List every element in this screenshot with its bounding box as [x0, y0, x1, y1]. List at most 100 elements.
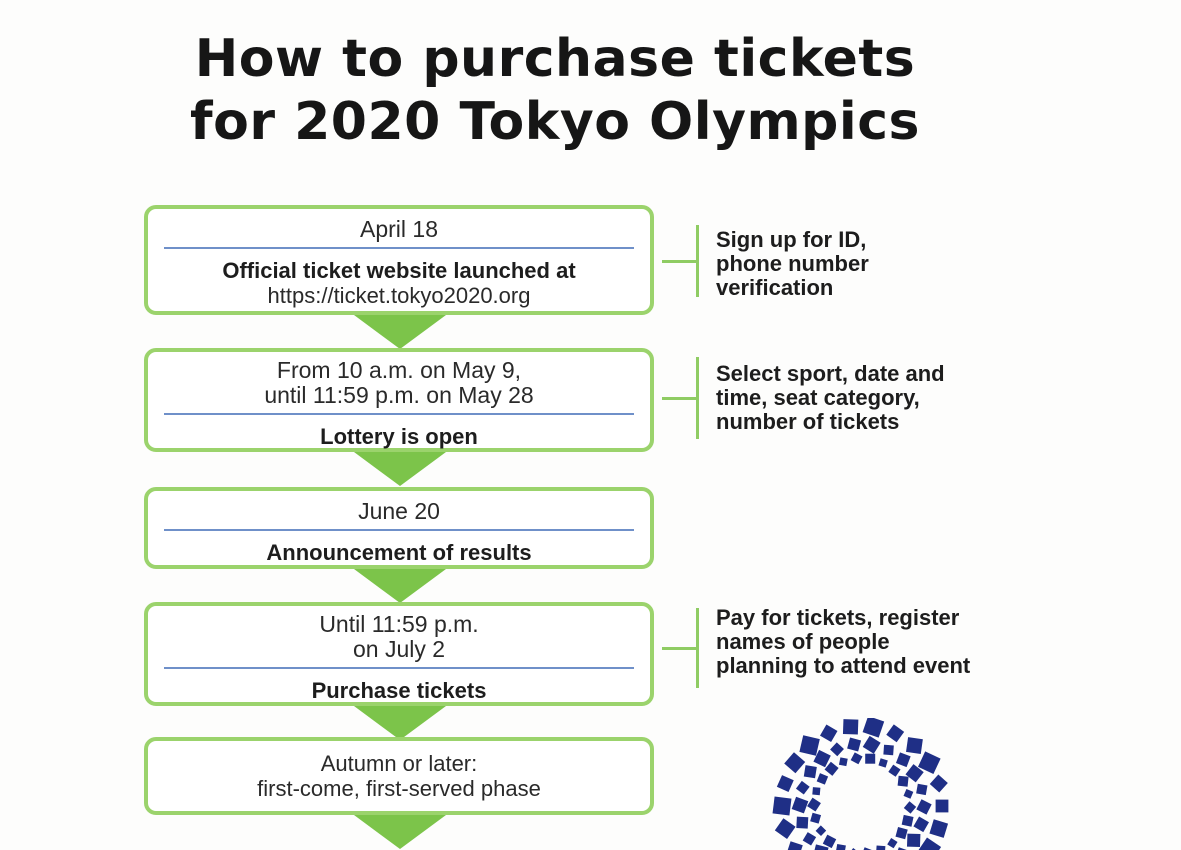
emblem-square [820, 724, 838, 743]
emblem-square [887, 837, 898, 849]
note-line: phone number [716, 251, 869, 276]
emblem-square [850, 752, 863, 765]
emblem-square [865, 753, 876, 764]
title-line-1: How to purchase tickets [194, 29, 916, 89]
emblem-square [774, 818, 796, 839]
bracket-tick [662, 397, 697, 400]
flow-arrow-down [354, 315, 446, 349]
emblem-square [812, 787, 821, 796]
divider [164, 247, 634, 249]
note-line: number of tickets [716, 409, 900, 434]
note-bracket [662, 357, 700, 439]
emblem-square [791, 796, 809, 814]
step-date: April 18 [360, 216, 438, 242]
flow-arrow-down [354, 706, 446, 740]
step-box-lottery: From 10 a.m. on May 9, until 11:59 p.m. … [144, 348, 654, 452]
emblem-square [816, 773, 829, 785]
step-date-line-2: on July 2 [352, 636, 446, 662]
step-date-line-2: until 11:59 p.m. on May 28 [264, 382, 534, 408]
tokyo-2020-emblem-icon [772, 718, 949, 850]
emblem-square [810, 812, 822, 824]
step-event: Lottery is open [320, 424, 478, 449]
title-line-2: for 2020 Tokyo Olympics [190, 92, 920, 152]
emblem-square [795, 780, 810, 795]
emblem-square [838, 757, 848, 767]
flow-arrow-down [354, 569, 446, 603]
emblem-square [916, 799, 932, 815]
step-date-line-1: Until 11:59 p.m. [319, 611, 479, 637]
flow-arrow-down [354, 452, 446, 486]
emblem-square [918, 751, 941, 774]
note-pay: Pay for tickets, register names of peopl… [716, 606, 1076, 678]
emblem-square [812, 844, 829, 850]
page-title: How to purchase tickets for 2020 Tokyo O… [60, 28, 1050, 154]
emblem-square [796, 816, 809, 829]
emblem-square [901, 814, 914, 827]
step-date: June 20 [358, 498, 440, 524]
bracket-bar [696, 225, 699, 297]
emblem-square [886, 724, 905, 743]
divider [164, 413, 634, 415]
note-line: time, seat category, [716, 385, 920, 410]
emblem-square [906, 737, 923, 754]
emblem-square [799, 735, 820, 756]
step-line-1: Autumn or later: [320, 751, 478, 776]
note-line: names of people [716, 629, 890, 654]
emblem-square [776, 775, 794, 792]
emblem-square [822, 834, 837, 849]
emblem-square [815, 825, 827, 837]
emblem-square [878, 758, 888, 768]
emblem-square [830, 742, 844, 757]
flow-arrow-down [354, 815, 446, 849]
step-url: https://ticket.tokyo2020.org [267, 283, 531, 308]
bracket-bar [696, 357, 699, 439]
emblem-square [888, 764, 901, 777]
emblem-square [897, 775, 909, 787]
emblem-square [807, 797, 821, 812]
emblem-square [876, 845, 886, 850]
emblem-square [847, 737, 862, 752]
step-event: Announcement of results [266, 540, 532, 565]
emblem-square [862, 735, 881, 754]
note-line: Select sport, date and [716, 361, 945, 386]
step-event: Purchase tickets [311, 678, 487, 703]
step-box-website-launch: April 18 Official ticket website launche… [144, 205, 654, 315]
step-date-line-1: From 10 a.m. on May 9, [276, 357, 522, 383]
step-box-purchase: Until 11:59 p.m. on July 2 Purchase tick… [144, 602, 654, 706]
step-box-first-come: Autumn or later: first-come, first-serve… [144, 737, 654, 815]
step-event: Official ticket website launched at [222, 258, 576, 283]
emblem-square [905, 764, 924, 783]
divider [164, 667, 634, 669]
note-line: Sign up for ID, [716, 227, 867, 252]
bracket-tick [662, 647, 697, 650]
emblem-square [895, 752, 911, 768]
emblem-square [803, 765, 817, 779]
emblem-square [903, 788, 914, 799]
emblem-square [883, 744, 894, 756]
emblem-square [906, 833, 921, 848]
emblem-square [784, 752, 806, 774]
note-line: verification [716, 275, 834, 300]
emblem-square [895, 826, 908, 840]
emblem-square [913, 816, 929, 833]
note-bracket [662, 225, 700, 297]
bracket-tick [662, 260, 697, 263]
emblem-square [917, 837, 942, 850]
emblem-square [824, 761, 839, 776]
note-line: planning to attend event [716, 653, 971, 678]
emblem-square [813, 749, 831, 768]
emblem-square [835, 844, 846, 850]
emblem-square [903, 801, 917, 814]
emblem-square [916, 783, 928, 796]
emblem-square [935, 799, 949, 813]
emblem-square [786, 841, 803, 850]
note-bracket [662, 608, 700, 688]
step-box-results: June 20 Announcement of results [144, 487, 654, 569]
emblem-square [862, 718, 885, 738]
emblem-square [929, 774, 948, 793]
emblem-square [929, 819, 949, 838]
emblem-square [802, 832, 817, 846]
bracket-bar [696, 608, 699, 688]
divider [164, 529, 634, 531]
note-line: Pay for tickets, register [716, 605, 960, 630]
